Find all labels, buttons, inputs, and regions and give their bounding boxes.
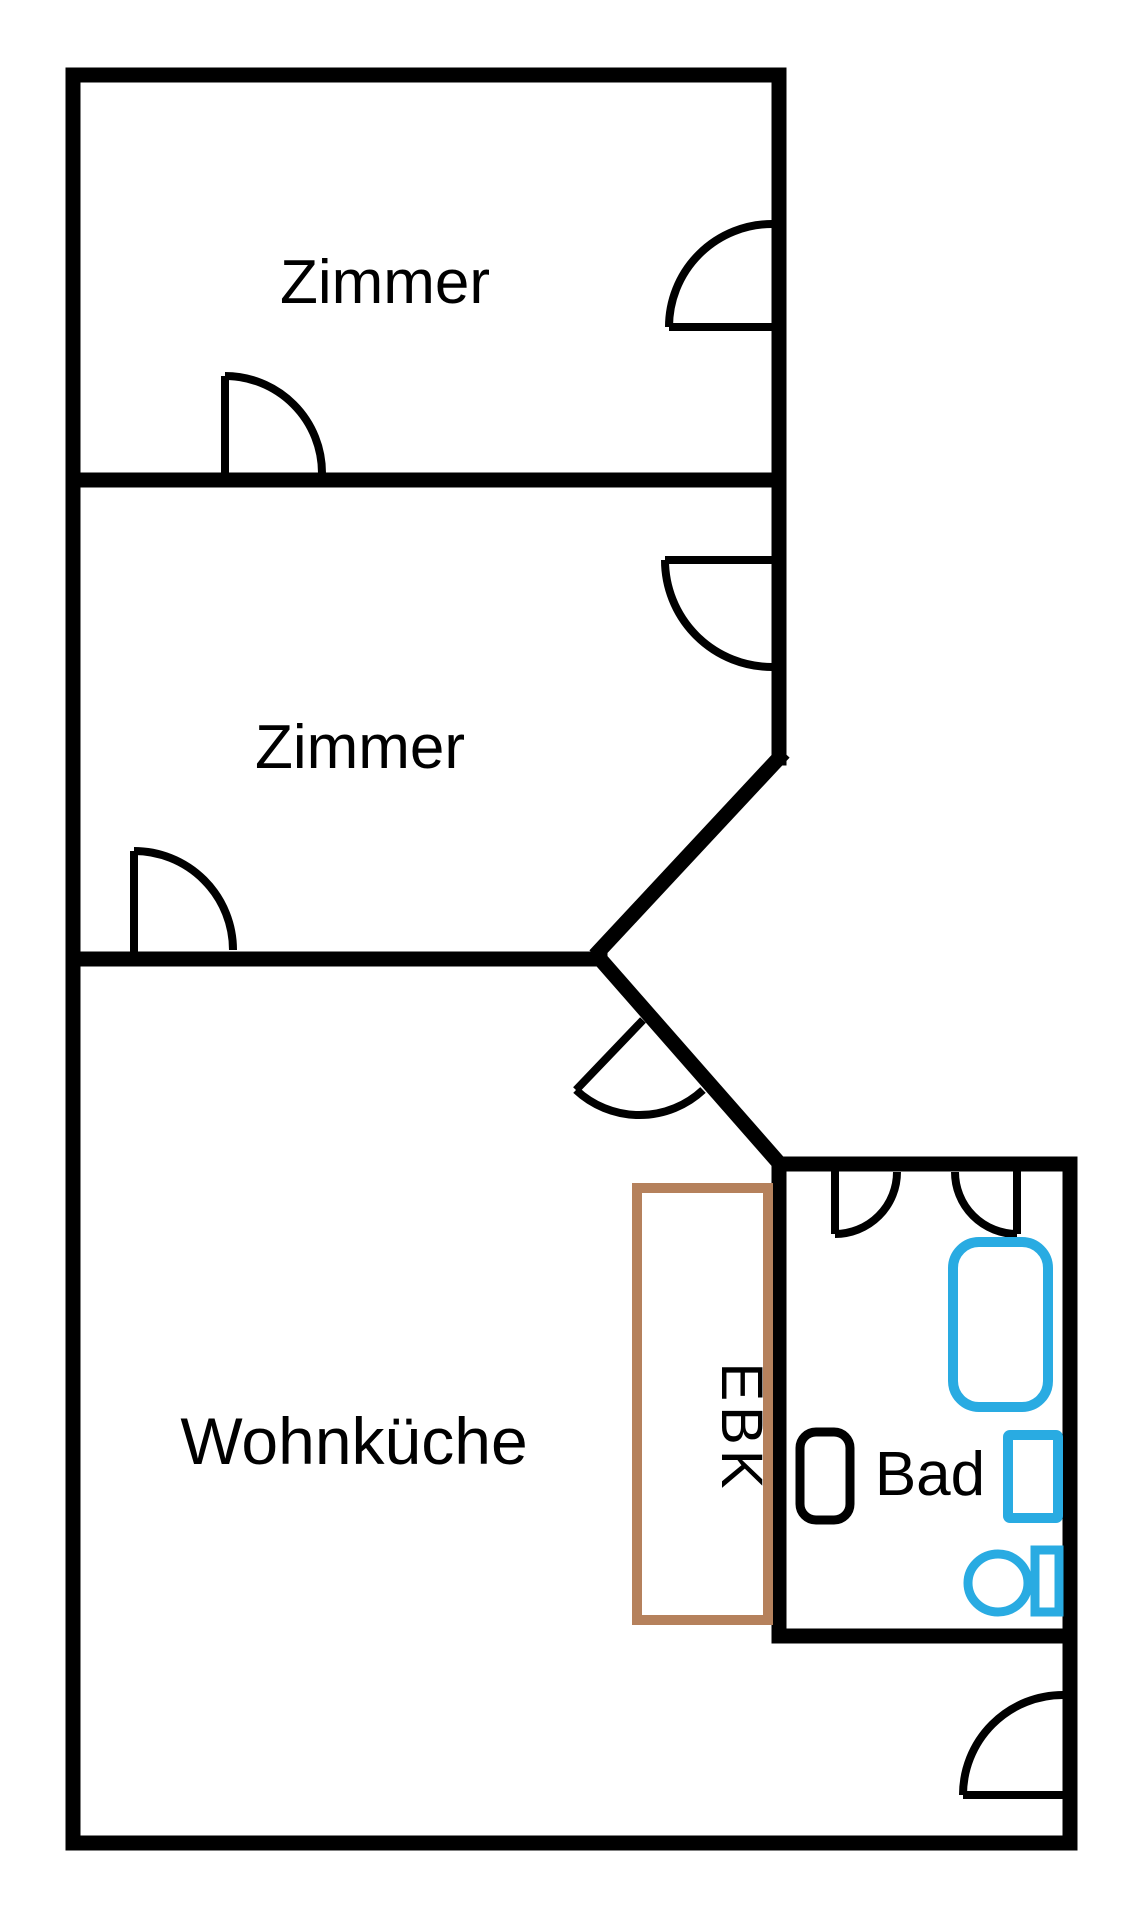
sink-icon xyxy=(1003,1430,1063,1523)
washing-machine-icon xyxy=(795,1427,855,1525)
door-zimmer-top-left xyxy=(221,372,326,477)
door-bad-right xyxy=(951,1168,1021,1238)
walls xyxy=(65,67,1078,1851)
label-zimmer-middle: Zimmer xyxy=(255,713,465,782)
door-arc xyxy=(133,847,237,951)
label-bad: Bad xyxy=(875,1440,985,1509)
door-zimmer-middle-right xyxy=(661,556,779,671)
label-ebk: EBK xyxy=(709,1362,774,1493)
door-bottom-right xyxy=(959,1691,1070,1799)
door-entry-diagonal xyxy=(573,1017,706,1120)
door-arc xyxy=(224,372,326,474)
toilet-bowl-icon xyxy=(963,1549,1033,1617)
wall-diagonal-lower xyxy=(589,948,790,1174)
door-arc xyxy=(665,220,773,328)
kitchen-unit-outline xyxy=(632,1183,773,1625)
bath-fixtures xyxy=(948,1237,1064,1617)
door-bad-left xyxy=(831,1168,901,1238)
door-arc xyxy=(959,1691,1064,1796)
door-zimmer-middle-left xyxy=(130,847,237,959)
door-arc xyxy=(661,559,773,671)
door-arc xyxy=(951,1171,1018,1238)
label-zimmer-top: Zimmer xyxy=(280,248,490,317)
doors xyxy=(130,220,1070,1799)
label-wohnkueche: Wohnküche xyxy=(180,1404,527,1478)
room-labels: Zimmer Zimmer Wohnküche EBK Bad xyxy=(180,248,985,1509)
door-arc xyxy=(834,1171,901,1238)
door-zimmer-top-right xyxy=(665,220,779,331)
wall-diagonal-upper xyxy=(589,747,790,961)
toilet-tank-icon xyxy=(1030,1545,1064,1617)
door-arc xyxy=(573,1087,706,1120)
door-leaf xyxy=(573,1017,646,1093)
bathtub-icon xyxy=(948,1237,1053,1412)
